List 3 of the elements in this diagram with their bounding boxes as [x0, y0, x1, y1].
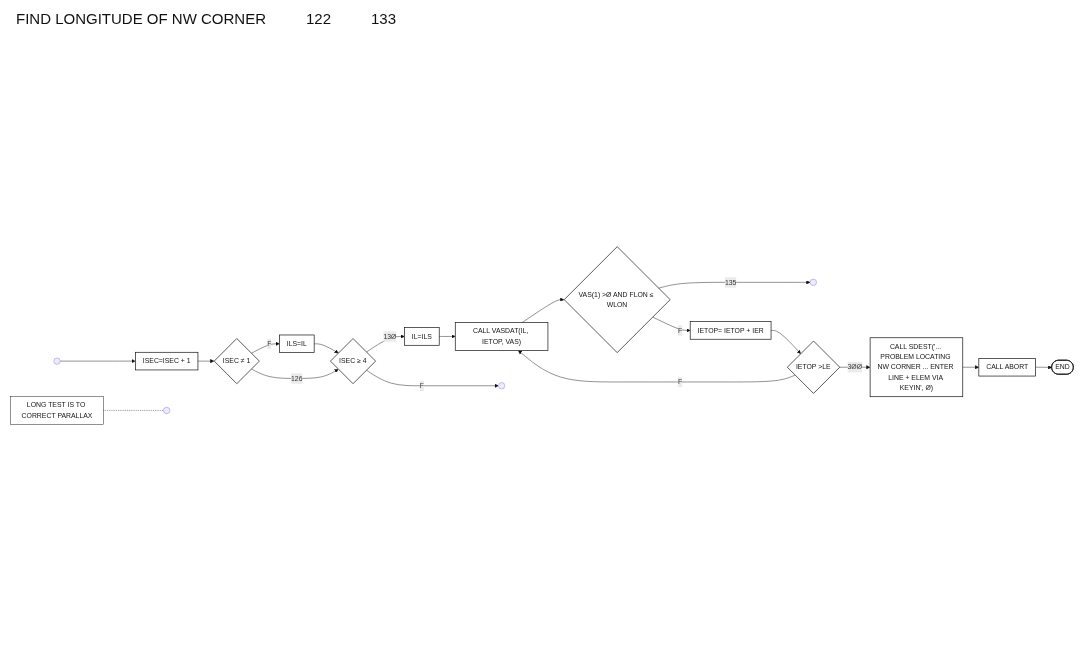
statement-number: 122 [306, 10, 332, 27]
note-text: FIND LONGITUDE OF NW CORNER [16, 10, 266, 27]
statement-number: 133 [371, 10, 397, 27]
